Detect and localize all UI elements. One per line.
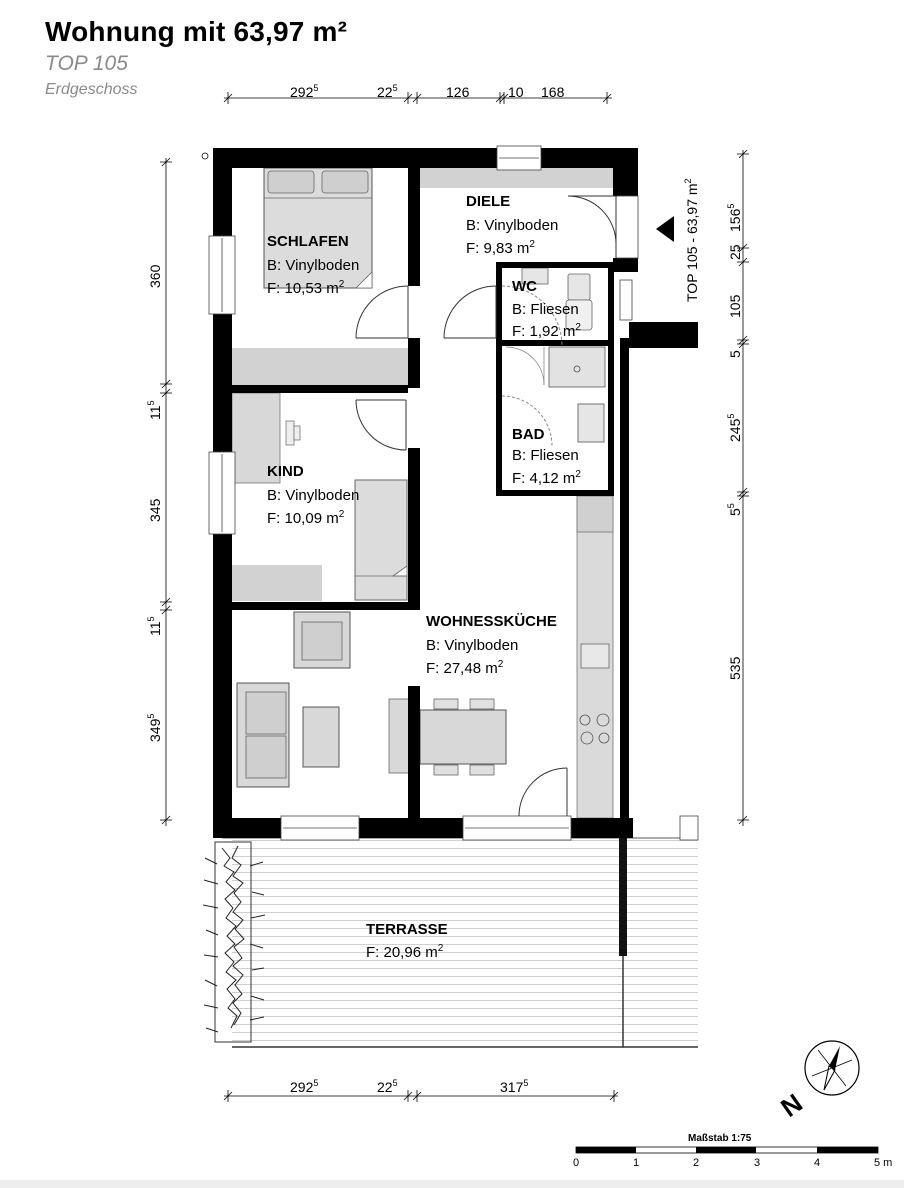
room-name-schlafen: SCHLAFEN [267, 233, 349, 250]
room-name-kind: KIND [267, 463, 304, 480]
wardrobe-icon [232, 348, 408, 386]
terrace-area [222, 837, 698, 1048]
room-area-schlafen: F: 10,53 m2 [267, 279, 345, 297]
dim-top-4: 10 [508, 84, 524, 100]
room-name-diele: DIELE [466, 193, 510, 210]
dim-right-7: 535 [727, 656, 743, 680]
room-area-terrasse: F: 20,96 m2 [366, 943, 444, 961]
page-title: Wohnung mit 63,97 m² [45, 16, 348, 47]
unit-area-label: TOP 105 - 63,97 m2 [683, 178, 700, 302]
room-area-bad: F: 4,12 m2 [512, 469, 581, 487]
scale-tick-0: 0 [573, 1157, 579, 1169]
scale-tick-3: 3 [754, 1157, 760, 1169]
kitchen-counter-icon [576, 495, 614, 819]
dim-right-5: 2455 [726, 414, 743, 442]
dim-right-2: 25 [727, 244, 743, 260]
scale-bar: Maßstab 1:75 0 1 2 3 4 5 m [573, 1133, 892, 1169]
room-floor-kind: B: Vinylboden [267, 487, 359, 504]
dim-bottom-2: 225 [377, 1078, 398, 1095]
dimension-lines [160, 92, 749, 1102]
footer-strip [0, 1180, 904, 1188]
bed-icon [263, 167, 373, 289]
room-area-wohnesskueche: F: 27,48 m2 [426, 659, 504, 677]
corner-marker-icon [201, 152, 209, 160]
scale-tick-5: 5 m [874, 1157, 892, 1169]
dim-right-3: 105 [727, 294, 743, 318]
cabinet-icon [232, 565, 322, 601]
dim-bottom-3: 3175 [500, 1078, 528, 1095]
room-floor-diele: B: Vinylboden [466, 217, 558, 234]
sink-icon [577, 403, 605, 443]
toilet-icon [521, 267, 593, 331]
dim-top-3: 126 [446, 84, 470, 100]
dim-left-1: 360 [147, 264, 163, 288]
scale-tick-1: 1 [633, 1157, 639, 1169]
dim-left-4: 115 [146, 616, 163, 636]
dim-top-1: 2925 [290, 83, 318, 100]
room-floor-wc: B: Fliesen [512, 301, 579, 318]
entrance-arrow-icon [656, 216, 674, 242]
dim-right-6: 55 [726, 503, 743, 516]
dim-left-2: 115 [146, 400, 163, 420]
dim-left-3: 345 [147, 498, 163, 522]
dim-left-5: 3495 [146, 714, 163, 742]
shower-icon [505, 346, 606, 388]
room-area-wc: F: 1,92 m2 [512, 322, 581, 340]
sofa-icon [236, 682, 290, 788]
dim-right-4: 5 [727, 350, 743, 358]
compass-letter: N [775, 1088, 808, 1123]
floor-level: Erdgeschoss [45, 81, 138, 98]
room-area-diele: F: 9,83 m2 [466, 239, 535, 257]
unit-number: TOP 105 [45, 52, 128, 75]
compass-icon [804, 1040, 860, 1096]
desk-icon [231, 392, 301, 484]
room-floor-schlafen: B: Vinylboden [267, 257, 359, 274]
room-floor-bad: B: Fliesen [512, 447, 579, 464]
room-name-wohnesskueche: WOHNESSKÜCHE [426, 613, 557, 630]
room-name-wc: WC [512, 278, 537, 295]
scale-title: Maßstab 1:75 [688, 1133, 752, 1144]
door-swings [355, 195, 617, 817]
coffee-table-icon [302, 706, 340, 768]
room-floor-wohnesskueche: B: Vinylboden [426, 637, 518, 654]
armchair-icon [293, 611, 351, 669]
dimension-labels: 2925 225 126 10 168 2925 225 3175 [290, 83, 565, 1095]
room-name-terrasse: TERRASSE [366, 921, 448, 938]
dim-top-2: 225 [377, 83, 398, 100]
hedge-icon [202, 841, 266, 1043]
room-area-kind: F: 10,09 m2 [267, 509, 345, 527]
wardrobe-icon [420, 168, 613, 188]
dim-top-5: 168 [541, 84, 565, 100]
dining-table-icon [388, 698, 507, 776]
dim-right-1: 1565 [726, 204, 743, 232]
scale-tick-2: 2 [693, 1157, 699, 1169]
room-name-bad: BAD [512, 426, 545, 443]
scale-tick-4: 4 [814, 1157, 820, 1169]
dim-bottom-1: 2925 [290, 1078, 318, 1095]
bed-icon [354, 479, 408, 601]
